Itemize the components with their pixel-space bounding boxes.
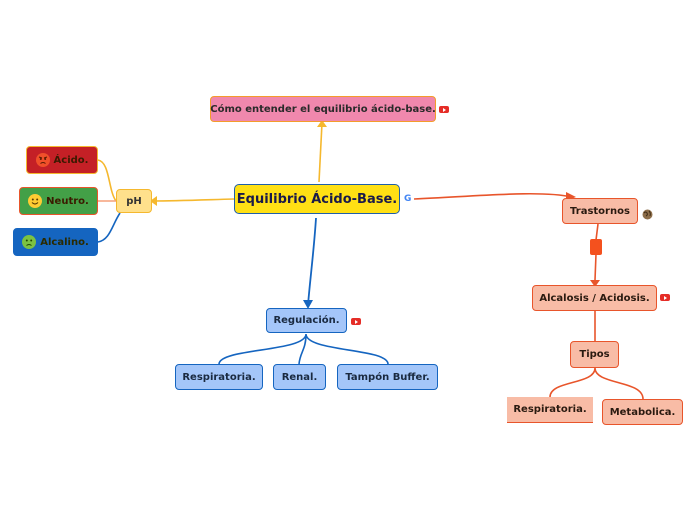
topic-renal[interactable]: Renal.	[273, 364, 326, 390]
arrowhead-top	[317, 120, 327, 127]
topic-tipos[interactable]: Tipos	[570, 341, 619, 368]
central-topic[interactable]: Equilibrio Ácido-Base.	[234, 184, 400, 214]
topic-metabolica[interactable]: Metabolica.	[602, 399, 683, 425]
connector-trastornos-alcalosis	[594, 223, 599, 281]
topic-neutro-label: Neutro.	[46, 195, 89, 207]
connector-central-trastornos	[413, 192, 573, 200]
topic-ph-label: pH	[126, 195, 142, 207]
topic-respiratoria-reg-label: Respiratoria.	[182, 371, 256, 383]
topic-respiratoria-reg[interactable]: Respiratoria.	[175, 364, 263, 390]
relationship-marker	[590, 239, 602, 255]
topic-tampon-buffer-label: Tampón Buffer.	[345, 371, 430, 383]
topic-acido-label: Ácido.	[53, 154, 89, 166]
youtube-icon[interactable]	[439, 106, 449, 113]
topic-tampon-buffer[interactable]: Tampón Buffer.	[337, 364, 438, 390]
connector-ph-acido	[97, 159, 117, 202]
connector-central-regulacion	[307, 217, 317, 306]
topic-metabolica-label: Metabolica.	[609, 406, 676, 418]
angry-face-icon	[35, 153, 50, 167]
topic-neutro[interactable]: Neutro.	[19, 187, 98, 215]
topic-renal-label: Renal.	[281, 371, 318, 383]
central-topic-label: Equilibrio Ácido-Base.	[236, 191, 398, 207]
topic-alcalosis-acidosis-label: Alcalosis / Acidosis.	[539, 292, 650, 304]
smiling-face-icon	[28, 194, 43, 208]
connector-central-ph	[152, 198, 235, 202]
youtube-icon[interactable]	[351, 318, 361, 325]
arrowhead-regulacion	[303, 300, 313, 309]
arrowhead-alcalosis	[590, 280, 600, 287]
topic-regulacion[interactable]: Regulación.	[266, 308, 347, 333]
topic-trastornos-label: Trastornos	[570, 205, 630, 217]
topic-tipos-label: Tipos	[579, 349, 610, 360]
topic-regulacion-label: Regulación.	[273, 315, 340, 326]
topic-como-entender-label: Cómo entender el equilibrio ácido-base.	[210, 103, 436, 115]
topic-como-entender[interactable]: Cómo entender el equilibrio ácido-base.	[210, 96, 436, 122]
topic-alcalino-label: Alcalino.	[40, 236, 89, 248]
topic-respiratoria-tipo[interactable]: Respiratoria.	[507, 397, 593, 423]
topic-ph[interactable]: pH	[116, 189, 152, 213]
topic-alcalino[interactable]: Alcalino.	[13, 228, 98, 256]
connector-reg-children	[218, 333, 389, 365]
nauseated-face-icon	[22, 235, 37, 249]
arrowhead-ph	[150, 196, 157, 206]
connector-tipos-children	[549, 367, 644, 400]
globe-icon	[642, 205, 653, 224]
topic-acido[interactable]: Ácido.	[26, 146, 98, 174]
google-icon[interactable]: G	[404, 194, 412, 204]
topic-trastornos[interactable]: Trastornos	[562, 198, 638, 224]
connector-central-top	[318, 122, 323, 183]
topic-alcalosis-acidosis[interactable]: Alcalosis / Acidosis.	[532, 285, 657, 311]
topic-respiratoria-tipo-label: Respiratoria.	[513, 404, 587, 415]
youtube-icon[interactable]	[660, 294, 670, 301]
connector-ph-alcalino	[97, 212, 121, 243]
